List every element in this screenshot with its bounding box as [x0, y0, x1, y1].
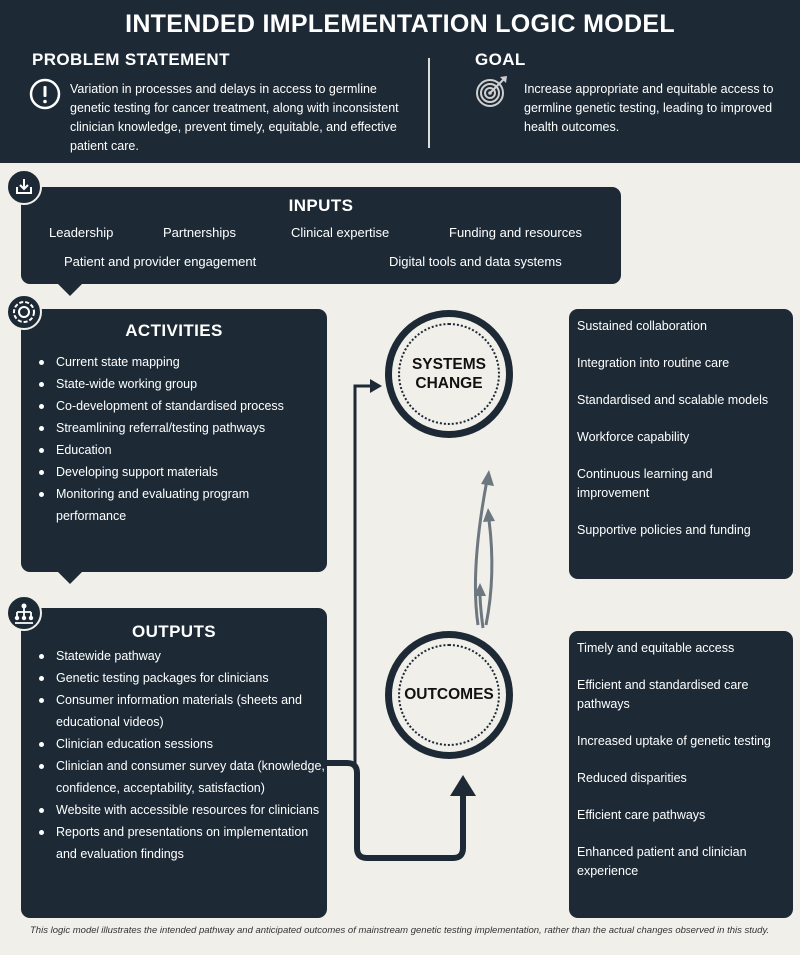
outputs-box: OUTPUTS Statewide pathway Genetic testin…	[21, 608, 327, 918]
list-item: Enhanced patient and clinician experienc…	[577, 845, 747, 878]
list-item: Efficient care pathways	[577, 808, 706, 822]
list-item: Current state mapping	[35, 351, 320, 373]
list-item: Reports and presentations on implementat…	[35, 821, 325, 865]
hierarchy-icon	[6, 595, 42, 631]
outcomes-label: OUTCOMES	[404, 686, 494, 703]
input-item: Partnerships	[163, 225, 236, 240]
list-item: Workforce capability	[577, 430, 690, 444]
outcomes-to-systems-arrow-3	[478, 592, 485, 629]
systems-change-dotted-ring	[398, 323, 500, 425]
list-item: Reduced disparities	[577, 771, 687, 785]
alert-circle-icon	[29, 78, 61, 110]
list-item: Continuous learning and improvement	[577, 467, 713, 500]
list-item: Clinician education sessions	[35, 733, 325, 755]
input-item: Funding and resources	[449, 225, 582, 240]
header-divider	[428, 58, 430, 148]
list-item: Standardised and scalable models	[577, 393, 769, 407]
systems-change-circle: SYSTEMS CHANGE	[385, 310, 513, 438]
header-banner: INTENDED IMPLEMENTATION LOGIC MODEL PROB…	[0, 0, 800, 163]
outcomes-to-systems-arrowhead-3	[474, 583, 486, 596]
cycle-icon	[6, 294, 42, 330]
activities-list: Current state mapping State-wide working…	[35, 351, 320, 527]
outcomes-dotted-ring	[398, 644, 500, 746]
list-item: Increased uptake of genetic testing	[577, 734, 771, 748]
outcomes-ring	[392, 638, 506, 752]
activities-box: ACTIVITIES Current state mapping State-w…	[21, 309, 327, 572]
problem-statement-title: PROBLEM STATEMENT	[32, 50, 230, 69]
outputs-title: OUTPUTS	[131, 622, 217, 641]
list-item: Streamlining referral/testing pathways	[35, 417, 320, 439]
list-item: Efficient and standardised care pathways	[577, 678, 749, 711]
systems-change-list-box: Sustained collaboration Integration into…	[569, 309, 793, 579]
inputs-pointer	[58, 284, 82, 296]
goal-title: GOAL	[475, 50, 526, 69]
list-item: Developing support materials	[35, 461, 320, 483]
page-title: INTENDED IMPLEMENTATION LOGIC MODEL	[125, 10, 675, 38]
list-item: Genetic testing packages for clinicians	[35, 667, 325, 689]
systems-change-label: SYSTEMS CHANGE	[385, 355, 513, 393]
input-item: Patient and provider engagement	[64, 254, 257, 269]
list-item: Website with accessible resources for cl…	[35, 799, 325, 821]
list-item: State-wide working group	[35, 373, 320, 395]
list-item: Co-development of standardised process	[35, 395, 320, 417]
input-item: Clinical expertise	[291, 225, 390, 240]
outputs-to-outcomes-line	[327, 760, 466, 861]
list-item: Sustained collaboration	[577, 319, 707, 333]
outcomes-to-systems-arrowhead-1	[481, 470, 494, 486]
activities-title: ACTIVITIES	[125, 321, 223, 340]
outcomes-list-box: Timely and equitable access Efficient an…	[569, 631, 793, 918]
list-item: Timely and equitable access	[577, 641, 735, 655]
download-tray-icon	[6, 169, 42, 205]
systems-change-label-line1: SYSTEMS	[411, 356, 487, 373]
systems-change-list: Sustained collaboration Integration into…	[577, 317, 787, 558]
footnote: This logic model illustrates the intende…	[30, 925, 770, 936]
outcomes-list: Timely and equitable access Efficient an…	[577, 639, 787, 899]
systems-change-label-line2: CHANGE	[415, 375, 483, 392]
outputs-to-systems-line	[327, 384, 372, 765]
list-item: Integration into routine care	[577, 356, 730, 370]
outcomes-to-systems-arrow-2	[484, 519, 494, 626]
systems-change-ring	[392, 317, 506, 431]
list-item: Education	[35, 439, 320, 461]
outcomes-circle: OUTCOMES	[385, 631, 513, 759]
target-icon	[476, 76, 507, 107]
list-item: Clinician and consumer survey data (know…	[35, 755, 325, 799]
goal-text: Increase appropriate and equitable acces…	[524, 82, 774, 134]
inputs-title: INPUTS	[288, 196, 354, 215]
outcomes-to-systems-arrowhead-2	[483, 508, 495, 522]
problem-statement-text: Variation in processes and delays in acc…	[70, 82, 399, 153]
list-item: Consumer information materials (sheets a…	[35, 689, 325, 733]
list-item: Statewide pathway	[35, 645, 325, 667]
input-item: Digital tools and data systems	[389, 254, 562, 269]
list-item: Monitoring and evaluating program perfor…	[35, 483, 320, 527]
activities-pointer	[58, 572, 82, 584]
inputs-box: INPUTS Leadership Partnerships Clinical …	[21, 187, 621, 284]
list-item: Supportive policies and funding	[577, 523, 751, 537]
outputs-to-outcomes-arrowhead	[450, 775, 476, 796]
outcomes-to-systems-arrow-1	[473, 479, 489, 626]
outputs-list: Statewide pathway Genetic testing packag…	[35, 645, 325, 865]
input-item: Leadership	[49, 225, 114, 240]
outputs-to-systems-arrowhead	[370, 379, 382, 393]
